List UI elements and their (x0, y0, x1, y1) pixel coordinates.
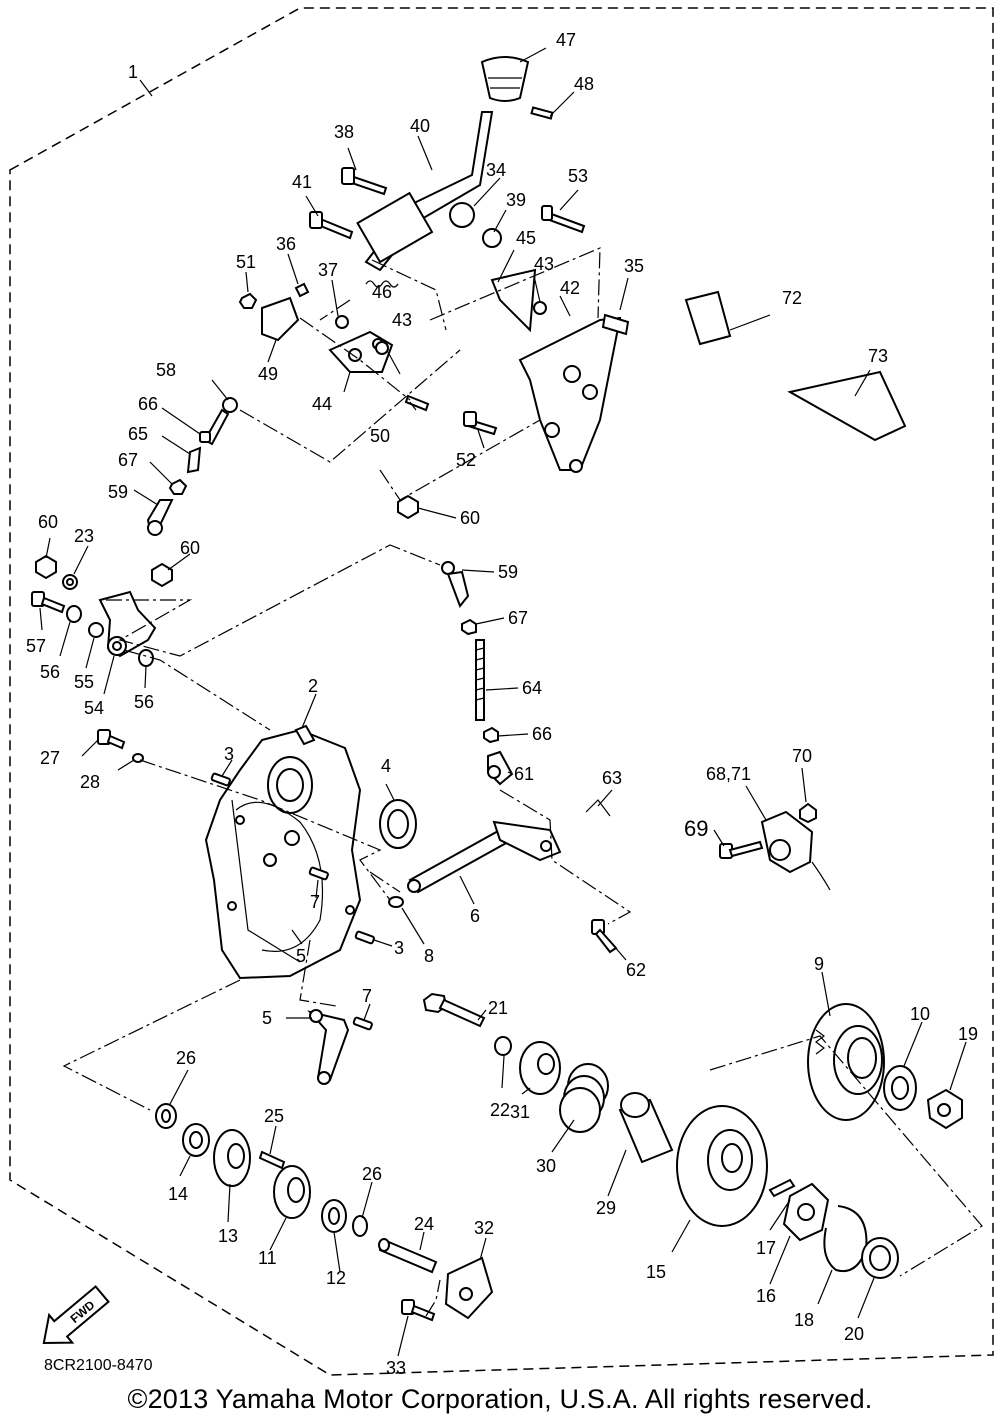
callout-labels: 1 2 3 3 4 5 5 6 7 7 8 9 10 11 12 13 14 1… (26, 30, 978, 1378)
callout: 17 (756, 1238, 776, 1258)
callout: 42 (560, 278, 580, 298)
callout: 14 (168, 1184, 188, 1204)
callout: 23 (74, 526, 94, 546)
callout: 33 (386, 1358, 406, 1378)
callout: 24 (414, 1214, 434, 1234)
callout: 57 (26, 636, 46, 656)
callout: 50 (370, 426, 390, 446)
callout: 9 (814, 954, 824, 974)
callout: 56 (134, 692, 154, 712)
callout: 34 (486, 160, 506, 180)
callout: 29 (596, 1198, 616, 1218)
callout: 31 (510, 1102, 530, 1122)
callout: 43 (392, 310, 412, 330)
reference-lines (62, 247, 983, 1317)
callout: 2 (308, 676, 318, 696)
callout: 26 (176, 1048, 196, 1068)
callout: 47 (556, 30, 576, 50)
callout: 20 (844, 1324, 864, 1344)
callout: 63 (602, 768, 622, 788)
callout: 5 (296, 946, 306, 966)
callout: 18 (794, 1310, 814, 1330)
assembly-boundary (9, 7, 994, 1376)
callout: 36 (276, 234, 296, 254)
callout: 30 (536, 1156, 556, 1176)
callout: 67 (508, 608, 528, 628)
callout: 41 (292, 172, 312, 192)
callout: 60 (180, 538, 200, 558)
callout: 49 (258, 364, 278, 384)
callout: 12 (326, 1268, 346, 1288)
callout: 32 (474, 1218, 494, 1238)
callout: 72 (782, 288, 802, 308)
callout: 60 (460, 508, 480, 528)
callout: 61 (514, 764, 534, 784)
callout: 37 (318, 260, 338, 280)
callout: 68,71 (706, 764, 751, 784)
callout: 40 (410, 116, 430, 136)
callout: 51 (236, 252, 256, 272)
callout: 10 (910, 1004, 930, 1024)
diagram-ref-code: 8CR2100-8470 (44, 1357, 153, 1374)
callout: 60 (38, 512, 58, 532)
callout: 43 (534, 254, 554, 274)
callout: 7 (362, 986, 372, 1006)
shift-lever-assembly (146, 56, 630, 536)
callout: 46 (372, 282, 392, 302)
callout: 26 (362, 1164, 382, 1184)
callout: 65 (128, 424, 148, 444)
callout: 48 (574, 74, 594, 94)
callout: 1 (128, 62, 138, 82)
callout: 39 (506, 190, 526, 210)
callout: 44 (312, 394, 332, 414)
callout: 59 (498, 562, 518, 582)
callout: 7 (310, 892, 320, 912)
callout: 56 (40, 662, 60, 682)
callout: 19 (958, 1024, 978, 1044)
callout: 70 (792, 746, 812, 766)
lower-lever-assembly (31, 554, 618, 954)
callout: 35 (624, 256, 644, 276)
callout: 16 (756, 1286, 776, 1306)
callout: 4 (381, 756, 391, 776)
leader-lines (39, 47, 967, 1357)
callout: 15 (646, 1262, 666, 1282)
callout: 22 (490, 1100, 510, 1120)
callout: 66 (532, 724, 552, 744)
callout: 21 (488, 998, 508, 1018)
callout: 73 (868, 346, 888, 366)
callout: 3 (224, 744, 234, 764)
callout: 3 (394, 938, 404, 958)
callout: 54 (84, 698, 104, 718)
callout: 13 (218, 1226, 238, 1246)
callout: 8 (424, 946, 434, 966)
callout: 69 (684, 816, 708, 841)
callout: 25 (264, 1106, 284, 1126)
callout: 5 (262, 1008, 272, 1028)
callout: 52 (456, 450, 476, 470)
callout: 38 (334, 122, 354, 142)
callout: 67 (118, 450, 138, 470)
callout: 27 (40, 748, 60, 768)
decal-73 (787, 370, 907, 442)
sensor-assembly (719, 802, 831, 891)
callout: 64 (522, 678, 542, 698)
callout: 28 (80, 772, 100, 792)
gear-train (155, 992, 963, 1322)
chaincase-cover (97, 724, 417, 1085)
copyright-notice: ©2013 Yamaha Motor Corporation, U.S.A. A… (127, 1384, 873, 1414)
decal-72 (684, 290, 732, 346)
callout: 6 (470, 906, 480, 926)
callout: 53 (568, 166, 588, 186)
callout: 66 (138, 394, 158, 414)
callout: 11 (258, 1248, 277, 1268)
callout: 62 (626, 960, 646, 980)
callout: 45 (516, 228, 536, 248)
callout: 55 (74, 672, 94, 692)
callout: 58 (156, 360, 176, 380)
fwd-arrow-icon: FWD (42, 1285, 110, 1345)
callout: 59 (108, 482, 128, 502)
